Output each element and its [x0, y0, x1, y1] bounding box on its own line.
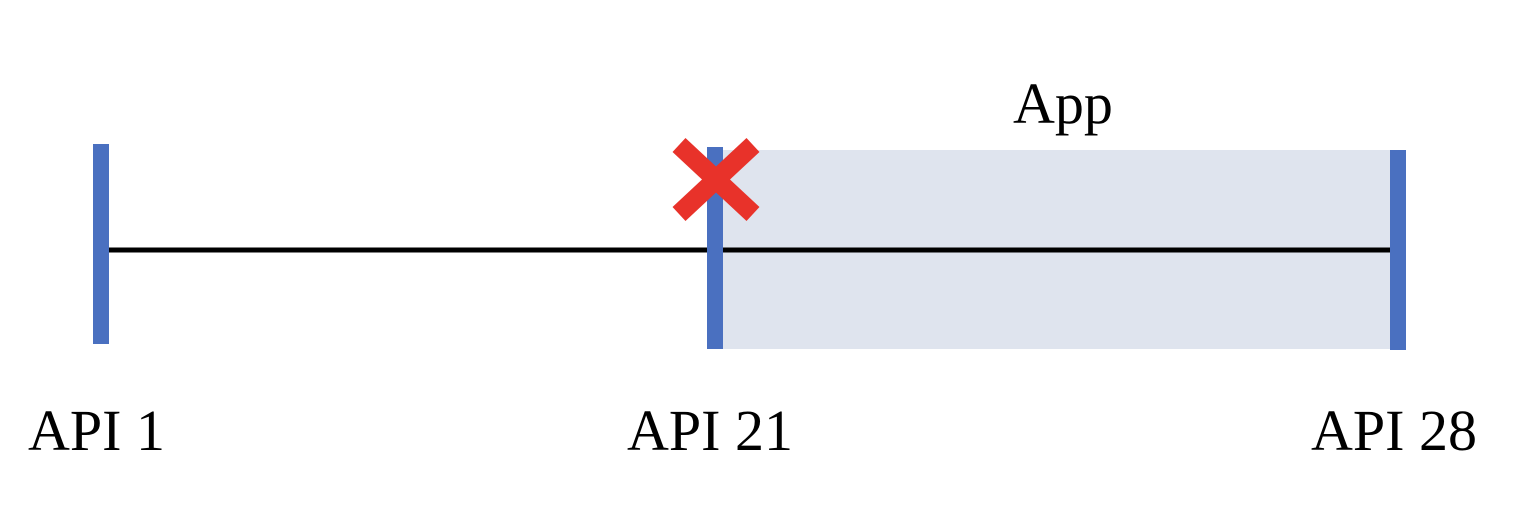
marker-api-21	[707, 147, 723, 349]
cross-icon	[672, 138, 760, 221]
marker-label-api-21: API 21	[627, 398, 793, 463]
marker-label-api-28: API 28	[1311, 398, 1477, 463]
app-label: App	[1013, 71, 1113, 136]
marker-api-28	[1390, 150, 1406, 350]
marker-label-api-1: API 1	[28, 398, 165, 463]
marker-api-1	[93, 144, 109, 344]
